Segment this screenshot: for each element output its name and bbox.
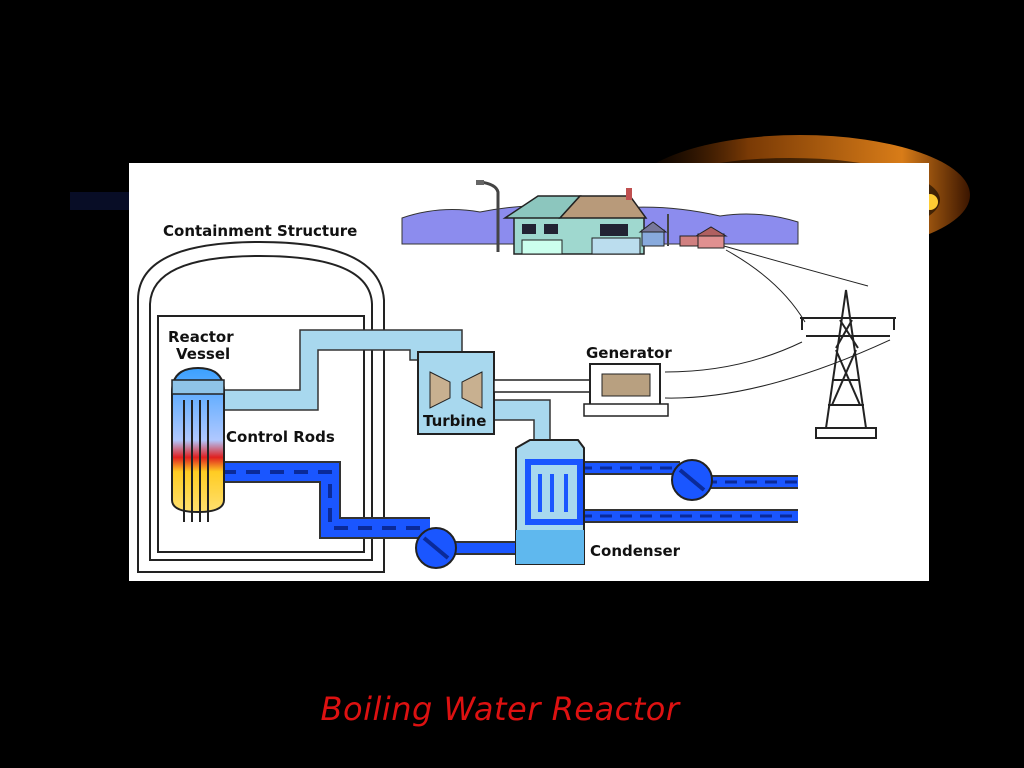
small-houses [638,214,728,249]
generator [583,363,669,417]
diagram-caption: Boiling Water Reactor [320,690,680,728]
condenser-label: Condenser [590,542,681,560]
control-rods [183,400,209,522]
control-rods-label: Control Rods [226,428,335,446]
water-pipe [222,461,798,555]
cooling-pump [671,459,713,501]
reactor-vessel [171,366,225,514]
steam-pipe [221,329,551,441]
street-lamp [476,180,500,252]
power-lines [664,245,891,399]
generator-label: Generator [586,344,672,362]
condenser [515,439,585,565]
turbine [417,351,495,435]
turbine-shaft [493,379,591,393]
transmission-tower [800,289,896,439]
turbine-label: Turbine [423,412,486,430]
reactor-vessel-label-line2: Vessel [176,345,230,363]
feedwater-pump [415,527,457,569]
containment-structure-label: Containment Structure [163,222,357,240]
reactor-vessel-label-line1: Reactor [168,328,234,346]
house [502,188,648,255]
